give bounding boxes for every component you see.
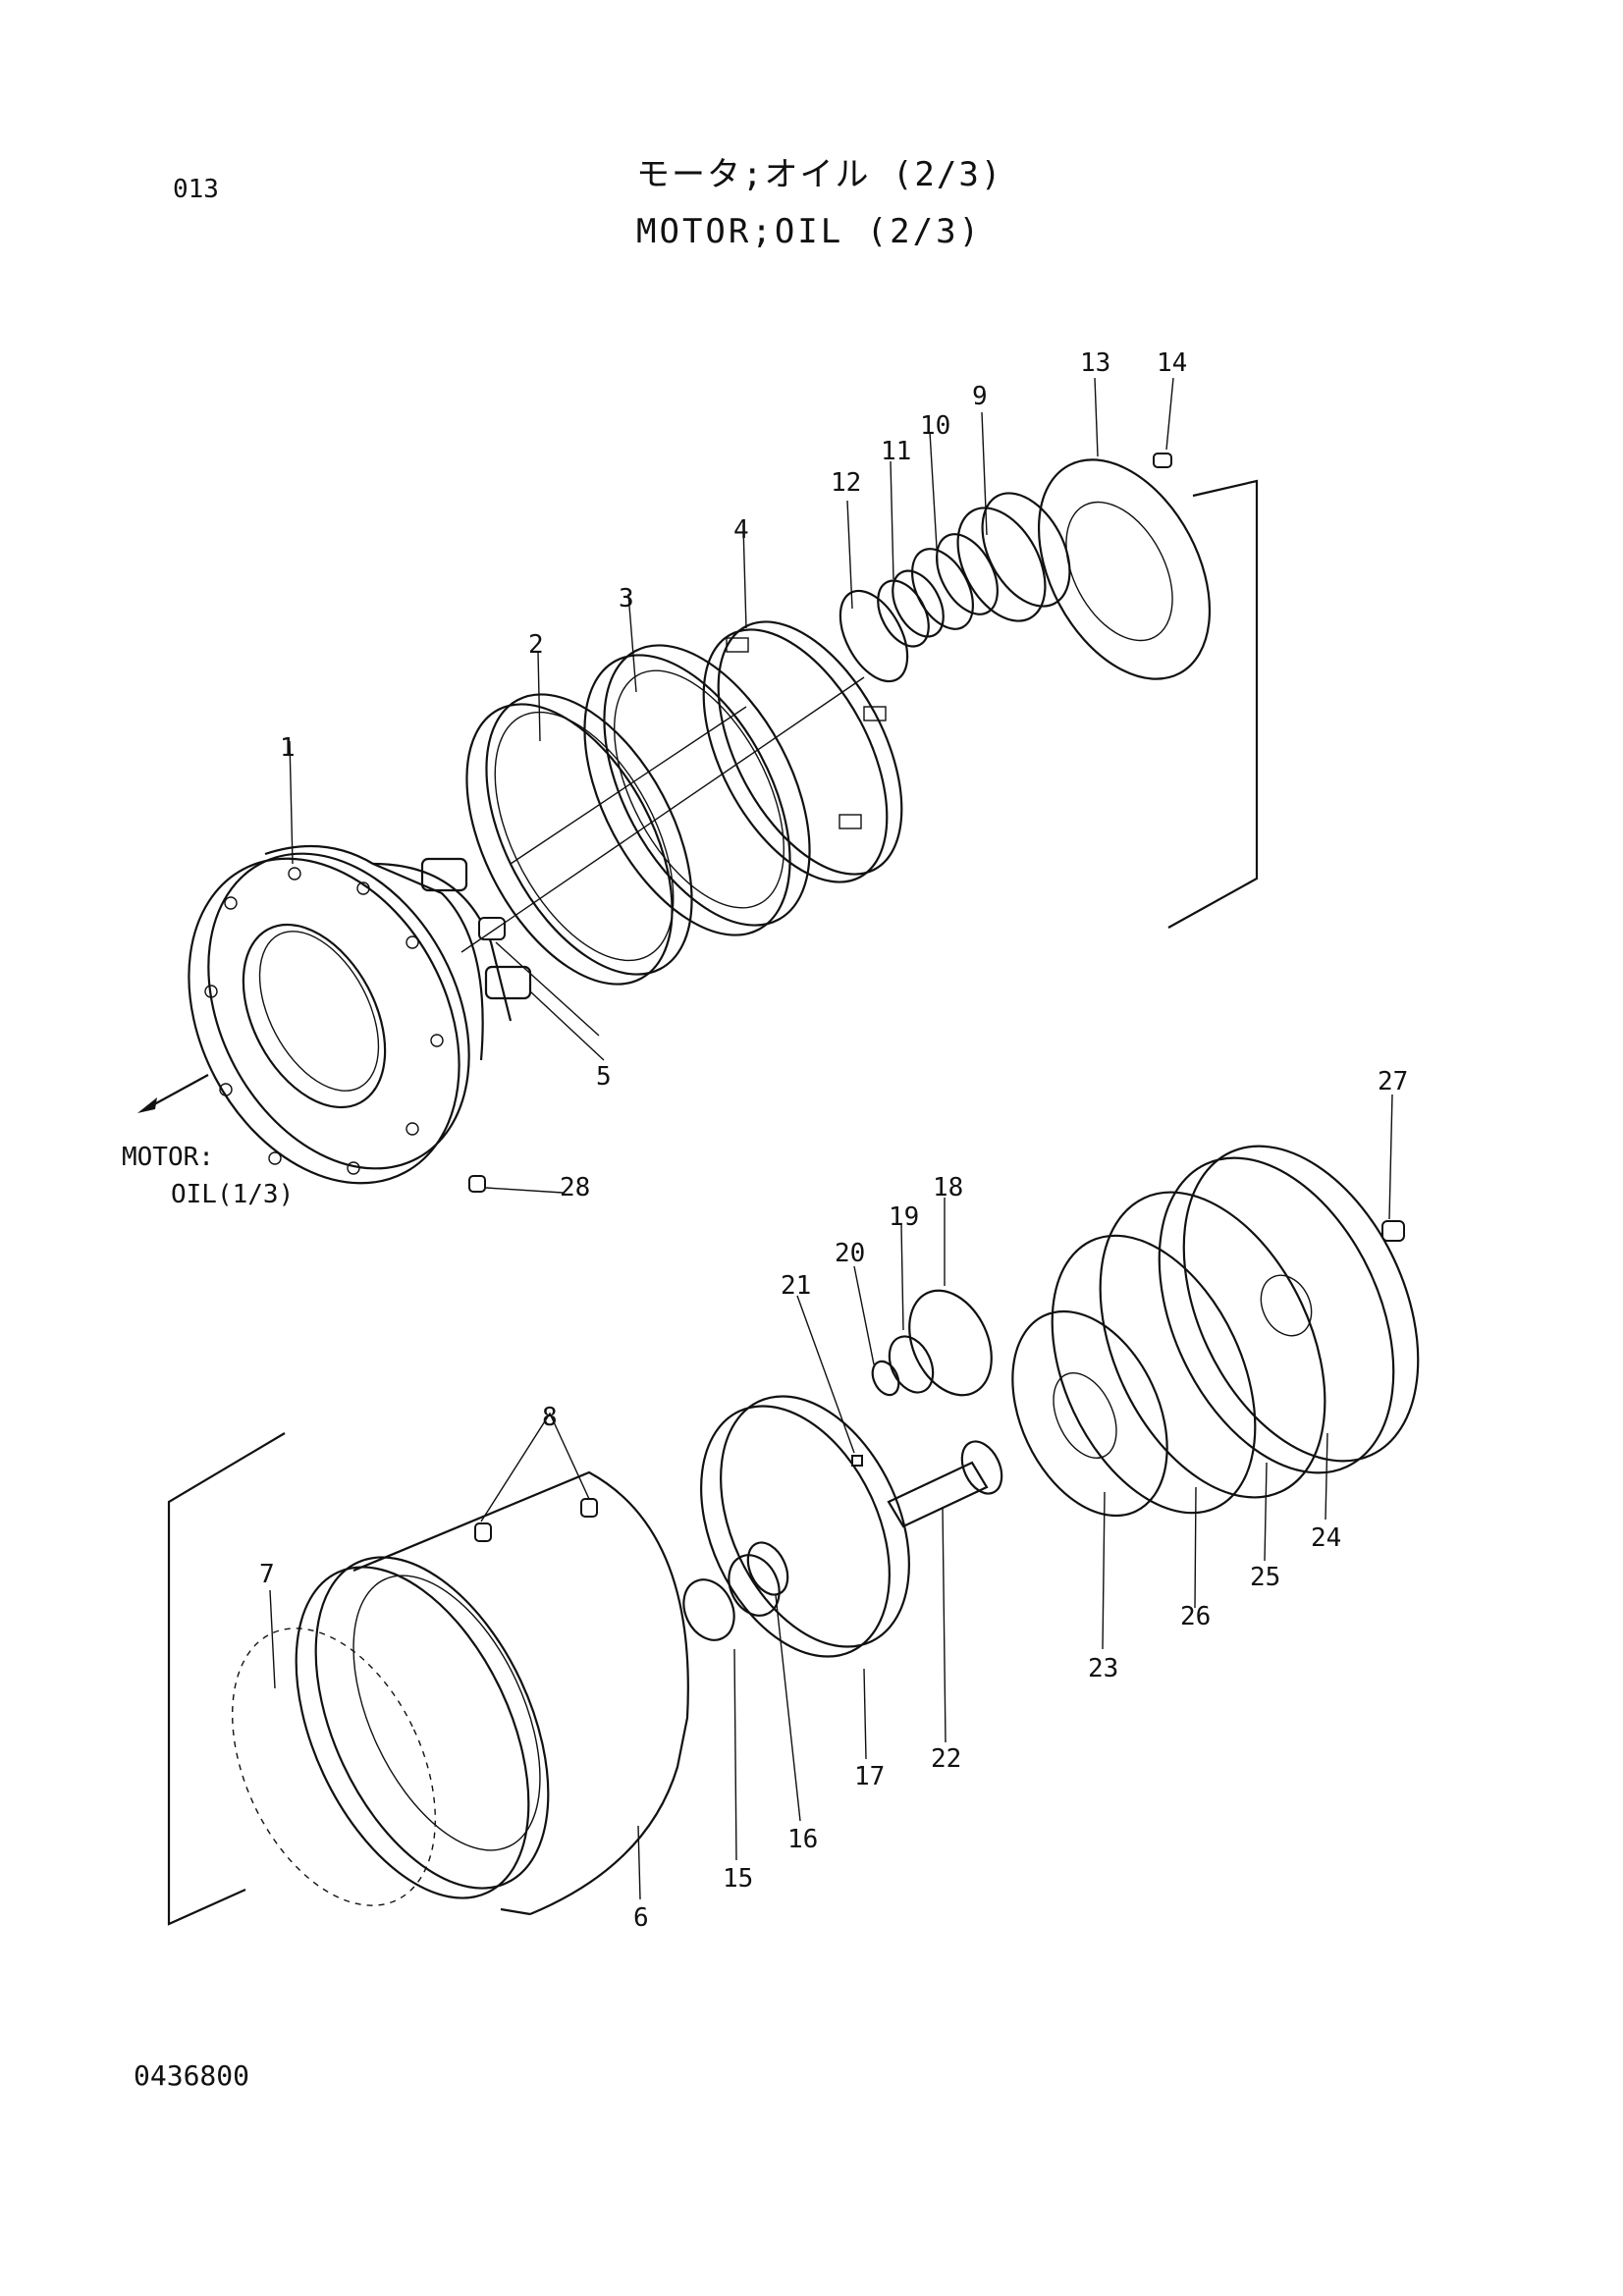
callout-11: 11 bbox=[881, 437, 911, 466]
part-9-gear bbox=[956, 492, 1071, 622]
part-10-bearing bbox=[911, 533, 999, 630]
part-24-cover bbox=[1158, 1145, 1420, 1474]
callout-17: 17 bbox=[854, 1762, 885, 1791]
callout-6: 6 bbox=[633, 1903, 649, 1933]
callout-7: 7 bbox=[259, 1560, 275, 1589]
callout-labels: 1 2 3 4 5 6 7 8 9 10 11 12 13 14 15 16 1… bbox=[259, 348, 1408, 1933]
callout-9: 9 bbox=[972, 382, 988, 411]
callout-28: 28 bbox=[560, 1173, 590, 1202]
part-8-leader bbox=[480, 1412, 590, 1522]
callout-4: 4 bbox=[733, 515, 749, 545]
callout-25: 25 bbox=[1250, 1563, 1280, 1592]
part-7-steel-balls bbox=[231, 1628, 437, 1906]
page-title: MOTOR;OIL (2/3) bbox=[636, 212, 983, 251]
part-6-ring-gear-housing bbox=[295, 1470, 689, 1916]
cross-reference-line-2: OIL(1/3) bbox=[171, 1180, 295, 1209]
callout-26: 26 bbox=[1180, 1602, 1211, 1631]
callout-24: 24 bbox=[1311, 1523, 1341, 1553]
callout-2: 2 bbox=[528, 630, 544, 660]
callout-5: 5 bbox=[596, 1062, 612, 1092]
part-17-carrier bbox=[700, 1395, 910, 1658]
part-22-shaft bbox=[887, 1440, 1003, 1528]
callout-16: 16 bbox=[787, 1825, 818, 1854]
callout-22: 22 bbox=[931, 1744, 961, 1774]
callout-19: 19 bbox=[889, 1202, 919, 1232]
cross-reference-note: MOTOR: OIL(1/3) bbox=[122, 1139, 294, 1213]
assembly-bracket-upper bbox=[1167, 479, 1259, 929]
part-1-housing bbox=[188, 844, 532, 1185]
callout-leaders bbox=[269, 377, 1393, 1900]
document-number: 0436800 bbox=[134, 2059, 250, 2092]
part-20-collar bbox=[871, 1360, 900, 1397]
part-18-gear bbox=[908, 1289, 993, 1397]
callout-27: 27 bbox=[1378, 1067, 1408, 1096]
callout-21: 21 bbox=[781, 1271, 811, 1301]
part-14-screw bbox=[1153, 453, 1172, 468]
callout-13: 13 bbox=[1080, 348, 1110, 378]
callout-23: 23 bbox=[1088, 1654, 1118, 1683]
callout-18: 18 bbox=[933, 1173, 963, 1202]
part-12-snap-ring bbox=[839, 589, 909, 683]
part-8-plug-b bbox=[580, 1498, 598, 1518]
part-23-thrust-plate bbox=[1011, 1309, 1168, 1518]
callout-12: 12 bbox=[831, 468, 861, 498]
part-28-plug bbox=[468, 1175, 486, 1193]
part-27-plug bbox=[1381, 1220, 1405, 1242]
part-26-snap-ring bbox=[1051, 1234, 1257, 1515]
reference-arrow-head bbox=[137, 1097, 157, 1113]
callout-15: 15 bbox=[723, 1864, 753, 1894]
part-2-ring bbox=[465, 693, 693, 986]
callout-3: 3 bbox=[619, 584, 634, 614]
assembly-bracket-lower bbox=[167, 1432, 286, 1926]
part-16-ring bbox=[746, 1541, 789, 1596]
part-21-pin bbox=[851, 1455, 863, 1467]
callout-8: 8 bbox=[542, 1403, 558, 1432]
part-3-seal bbox=[583, 644, 811, 936]
part-13-plate bbox=[1037, 458, 1212, 680]
callout-10: 10 bbox=[920, 411, 950, 441]
part-19-bearing bbox=[888, 1335, 935, 1394]
cross-reference-line-1: MOTOR: bbox=[122, 1143, 214, 1172]
callout-1: 1 bbox=[280, 733, 296, 763]
page-title-japanese: モータ;オイル (2/3) bbox=[636, 155, 1003, 194]
callout-14: 14 bbox=[1157, 348, 1187, 378]
part-5-plug bbox=[478, 917, 600, 1037]
part-8-plug-a bbox=[474, 1522, 492, 1542]
callout-20: 20 bbox=[835, 1239, 865, 1268]
page-code: 013 bbox=[173, 175, 219, 204]
part-15-coupling bbox=[682, 1554, 781, 1641]
part-25-o-ring bbox=[1099, 1191, 1326, 1499]
